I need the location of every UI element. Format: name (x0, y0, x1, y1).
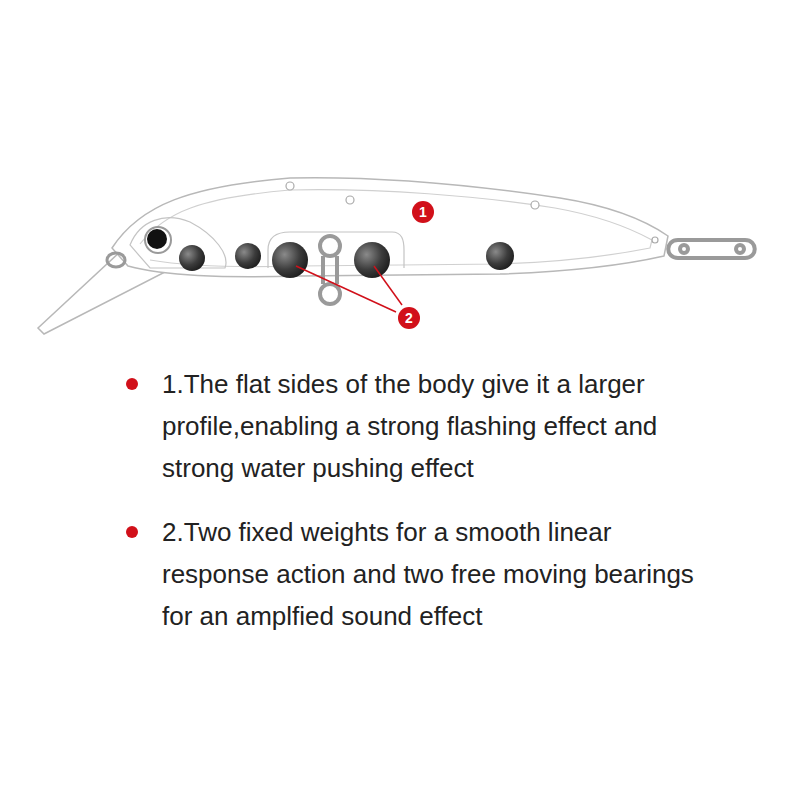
bullet (126, 378, 138, 390)
tail-eye (668, 240, 755, 258)
callout-circle (398, 307, 420, 329)
weights (179, 242, 514, 278)
hook-hanger (320, 236, 340, 304)
leader-lines (296, 266, 402, 312)
pin-holes (286, 182, 658, 243)
callout-circle (412, 201, 434, 223)
lure-body (112, 178, 668, 277)
bullet (126, 526, 138, 538)
callout-number: 2 (398, 307, 420, 329)
head-chamber (130, 218, 226, 268)
eye-pupil (147, 229, 167, 249)
callout-number: 1 (412, 201, 434, 223)
feature-note: 2.Two fixed weights for a smooth linear … (162, 511, 702, 637)
body-inner-line (140, 190, 652, 267)
feature-note: 1.The flat sides of the body give it a l… (162, 363, 702, 489)
eye (145, 227, 171, 253)
line-tie (107, 253, 125, 267)
